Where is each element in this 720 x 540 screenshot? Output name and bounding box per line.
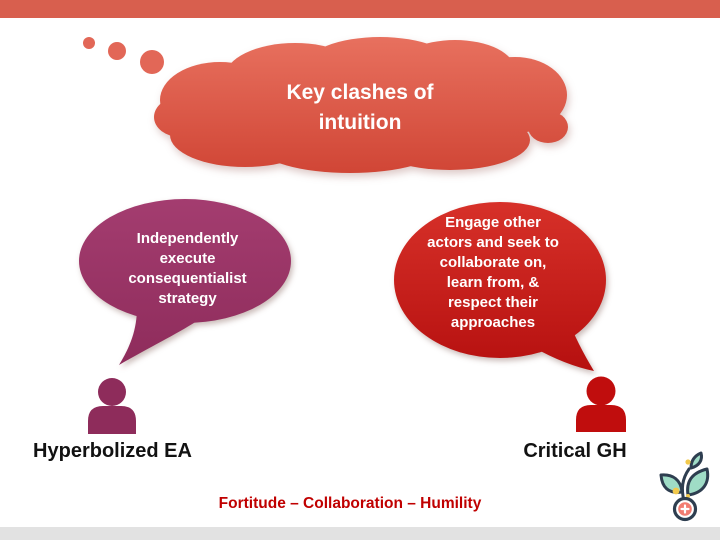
person-icon-right	[576, 376, 626, 432]
speech-bubble-right-icon	[394, 202, 606, 371]
thought-dot-medium	[108, 42, 126, 60]
slide-title: Key clashes of intuition	[286, 81, 434, 134]
left-bubble-text: Independently execute consequentialist s…	[128, 230, 247, 307]
logo-dots	[672, 459, 691, 498]
bottom-strip	[0, 527, 720, 540]
thought-dot-large	[140, 50, 164, 74]
thought-cloud-icon	[154, 37, 568, 173]
speech-bubble-left-shape	[79, 199, 291, 365]
logo-leaves	[659, 451, 710, 497]
plus-icon	[680, 504, 690, 514]
speech-bubble-left-icon	[79, 199, 291, 365]
right-bubble-text: Engage other actors and seek to collabor…	[427, 214, 559, 331]
left-actor-label: Hyperbolized EA	[33, 440, 192, 462]
right-actor-label: Critical GH	[523, 440, 627, 462]
top-accent-bar	[0, 0, 720, 18]
thought-dot-small	[83, 37, 95, 49]
cloud-shape	[154, 37, 568, 173]
footer-motto: Fortitude – Collaboration – Humility	[218, 495, 482, 512]
seedling-health-logo-icon	[659, 451, 710, 522]
speech-bubble-right-shape	[394, 202, 606, 371]
person-icon-left	[88, 378, 136, 434]
